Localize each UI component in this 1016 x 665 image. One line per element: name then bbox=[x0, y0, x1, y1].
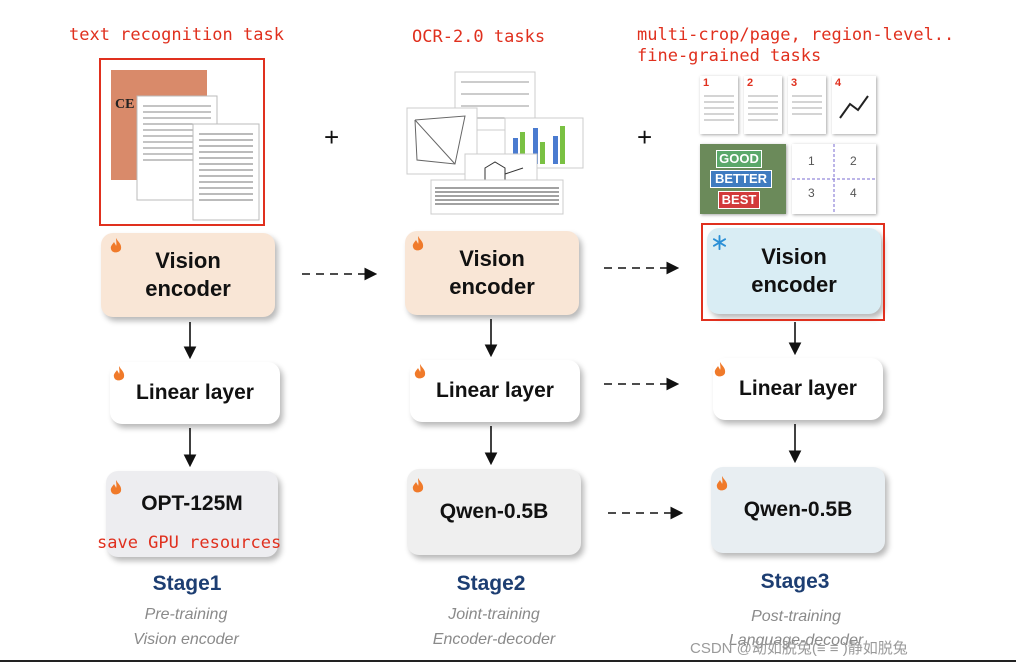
annotation-text-recognition: text recognition task bbox=[69, 25, 284, 45]
stage1-title: Stage1 bbox=[152, 572, 222, 595]
stage1-subtitle-1: Pre-training bbox=[144, 606, 228, 623]
annotation-multicrop-1: multi-crop/page, region-level.. bbox=[637, 25, 955, 45]
stage2-linear-layer: Linear layer bbox=[410, 360, 580, 422]
watermark: CSDN @动如脱兔(≡ ≡ )静如脱兔 bbox=[690, 640, 908, 657]
page-text-lines bbox=[704, 95, 869, 121]
page-thumb-4 bbox=[832, 76, 876, 134]
quadrant-number-4: 4 bbox=[850, 186, 857, 200]
flame-icon bbox=[714, 362, 726, 377]
flame-icon bbox=[716, 476, 728, 491]
quadrant-number-2: 2 bbox=[850, 154, 857, 168]
stage3-vision-line2: encoder bbox=[751, 272, 837, 297]
quadrant-grid bbox=[792, 144, 876, 214]
stage3-multicrop-images: 1 2 3 4 GOOD BETTER BEST 1 2 3 4 bbox=[700, 76, 876, 214]
flame-icon bbox=[412, 478, 424, 493]
stage2-vision-line2: encoder bbox=[449, 274, 535, 299]
snowflake-icon bbox=[712, 235, 727, 250]
stage3-subtitle-2: Language-decoder bbox=[728, 632, 864, 649]
svg-text:CE: CE bbox=[115, 97, 134, 112]
flame-icon bbox=[110, 480, 122, 495]
plus-sign-2: + bbox=[637, 122, 653, 152]
stage1-decoder-label: OPT-125M bbox=[141, 492, 243, 515]
stage1-document-images: CE bbox=[111, 70, 260, 221]
signpost-image: GOOD BETTER BEST bbox=[700, 144, 786, 214]
stage2-vision-line1: Vision bbox=[459, 246, 525, 271]
stage1-linear-layer: Linear layer bbox=[110, 362, 280, 424]
page-number-3: 3 bbox=[791, 77, 798, 89]
stage1-decoder: OPT-125M bbox=[106, 471, 278, 557]
stage3-title: Stage3 bbox=[760, 570, 830, 593]
stage1-vision-line2: encoder bbox=[145, 276, 231, 301]
sign-best: BEST bbox=[718, 191, 760, 209]
quadrant-number-3: 3 bbox=[808, 186, 815, 200]
quadrant-number-1: 1 bbox=[808, 154, 815, 168]
stage3-decoder: Qwen-0.5B bbox=[711, 467, 885, 553]
sign-good: GOOD bbox=[716, 150, 762, 168]
stage1-subtitle-2: Vision encoder bbox=[133, 631, 239, 648]
page-thumb-1 bbox=[700, 76, 738, 134]
stage2-decoder: Qwen-0.5B bbox=[407, 469, 581, 555]
plus-sign-1: + bbox=[324, 122, 340, 152]
stage1-vision-encoder: Vision encoder bbox=[101, 233, 275, 317]
sign-better: BETTER bbox=[710, 170, 772, 188]
flame-icon bbox=[110, 238, 122, 253]
annotation-ocr2: OCR-2.0 tasks bbox=[412, 27, 546, 47]
annotation-multicrop-2: fine-grained tasks bbox=[637, 46, 822, 66]
stage3-linear-layer: Linear layer bbox=[713, 358, 883, 420]
stage2-title: Stage2 bbox=[456, 572, 526, 595]
stage3-subtitle-1: Post-training bbox=[751, 608, 841, 625]
stage3-vision-line1: Vision bbox=[761, 244, 827, 269]
flame-icon bbox=[414, 364, 426, 379]
page-thumb-2 bbox=[744, 76, 782, 134]
stage2-ocr2-images bbox=[406, 71, 584, 215]
stage3-decoder-label: Qwen-0.5B bbox=[743, 498, 853, 521]
page-number-4: 4 bbox=[835, 77, 842, 89]
stage1-vision-line1: Vision bbox=[155, 248, 221, 273]
page-thumb-3 bbox=[788, 76, 826, 134]
stage2-decoder-label: Qwen-0.5B bbox=[439, 500, 549, 523]
quadrant-page: 1 2 3 4 bbox=[792, 144, 876, 214]
page-number-2: 2 bbox=[747, 77, 754, 89]
stage1-data-frame: CE bbox=[99, 58, 265, 226]
stage2-subtitle-2: Encoder-decoder bbox=[432, 631, 556, 648]
flame-icon bbox=[113, 366, 125, 381]
stage2-vision-encoder: Vision encoder bbox=[405, 231, 579, 315]
stage3-vision-encoder: Vision encoder bbox=[707, 228, 881, 314]
annotation-save-gpu: save GPU resources bbox=[97, 533, 282, 553]
page-number-1: 1 bbox=[703, 77, 710, 89]
stage2-subtitle-1: Joint-training bbox=[448, 606, 540, 623]
flame-icon bbox=[412, 236, 424, 251]
stage3-vision-highlight bbox=[701, 223, 885, 321]
